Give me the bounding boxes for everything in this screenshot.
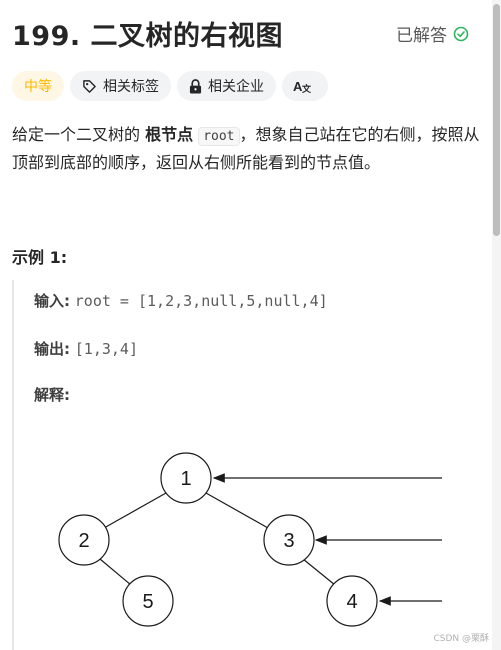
scrollbar-thumb[interactable]: [493, 4, 500, 236]
output-value: [1,3,4]: [74, 340, 138, 358]
root-code: root: [198, 127, 240, 146]
lock-icon: [189, 78, 202, 93]
solved-status: 已解答: [396, 21, 469, 46]
node-label: 3: [283, 530, 294, 552]
example-block: 输入: root = [1,2,3,null,5,null,4] 输出: [1,…: [12, 280, 484, 650]
tree-node-3: 3: [263, 514, 315, 566]
tree-node-4: 4: [326, 575, 378, 627]
related-tags-button[interactable]: 相关标签: [70, 71, 171, 101]
node-label: 2: [78, 530, 89, 552]
watermark: CSDN @栗酥: [433, 634, 489, 644]
input-value: root = [1,2,3,null,5,null,4]: [74, 292, 328, 310]
difficulty-badge: 中等: [12, 71, 64, 101]
tree-node-1: 1: [160, 452, 212, 504]
input-label: 输入:: [34, 292, 70, 310]
explain-label: 解释:: [34, 386, 70, 404]
translate-button[interactable]: A 文: [282, 71, 328, 101]
node-label: 1: [180, 468, 191, 490]
translate-icon: A 文: [293, 79, 311, 94]
tag-bar: 中等 相关标签 相关企业 A 文: [12, 71, 328, 101]
tree-edge: [103, 492, 167, 529]
description-suffix: ，想象自己站在它的右侧，按照从顶部到底部的顺序，返回从右侧所能看到的节点值。: [12, 125, 480, 172]
example-output: 输出: [1,3,4]: [34, 338, 138, 359]
tree-edge: [205, 492, 269, 529]
tag-icon: [83, 79, 96, 93]
check-circle-icon: [453, 26, 469, 41]
binary-tree-diagram: 1 2 3 5 4: [58, 452, 442, 627]
tree-node-5: 5: [122, 575, 174, 627]
related-companies-button[interactable]: 相关企业: [177, 71, 276, 101]
example-title: 示例 1:: [12, 248, 68, 267]
description-bold: 根节点: [145, 125, 194, 144]
description-prefix: 给定一个二叉树的: [12, 125, 146, 144]
tree-edge: [99, 558, 132, 586]
tree-edge: [302, 558, 336, 586]
node-label: 4: [346, 591, 357, 613]
related-companies-label: 相关企业: [208, 79, 264, 95]
node-label: 5: [142, 591, 153, 613]
problem-title: 199. 二叉树的右视图: [12, 21, 284, 52]
solved-label: 已解答: [396, 26, 447, 46]
svg-text:A: A: [293, 79, 303, 94]
example-explain: 解释:: [34, 384, 70, 405]
related-tags-label: 相关标签: [103, 79, 159, 95]
output-label: 输出:: [34, 340, 70, 358]
problem-description: 给定一个二叉树的 根节点 root，想象自己站在它的右侧，按照从顶部到底部的顺序…: [12, 122, 482, 176]
tree-node-2: 2: [58, 514, 110, 566]
scrollbar[interactable]: [492, 0, 501, 650]
svg-text:文: 文: [301, 83, 311, 94]
example-input: 输入: root = [1,2,3,null,5,null,4]: [34, 290, 328, 311]
